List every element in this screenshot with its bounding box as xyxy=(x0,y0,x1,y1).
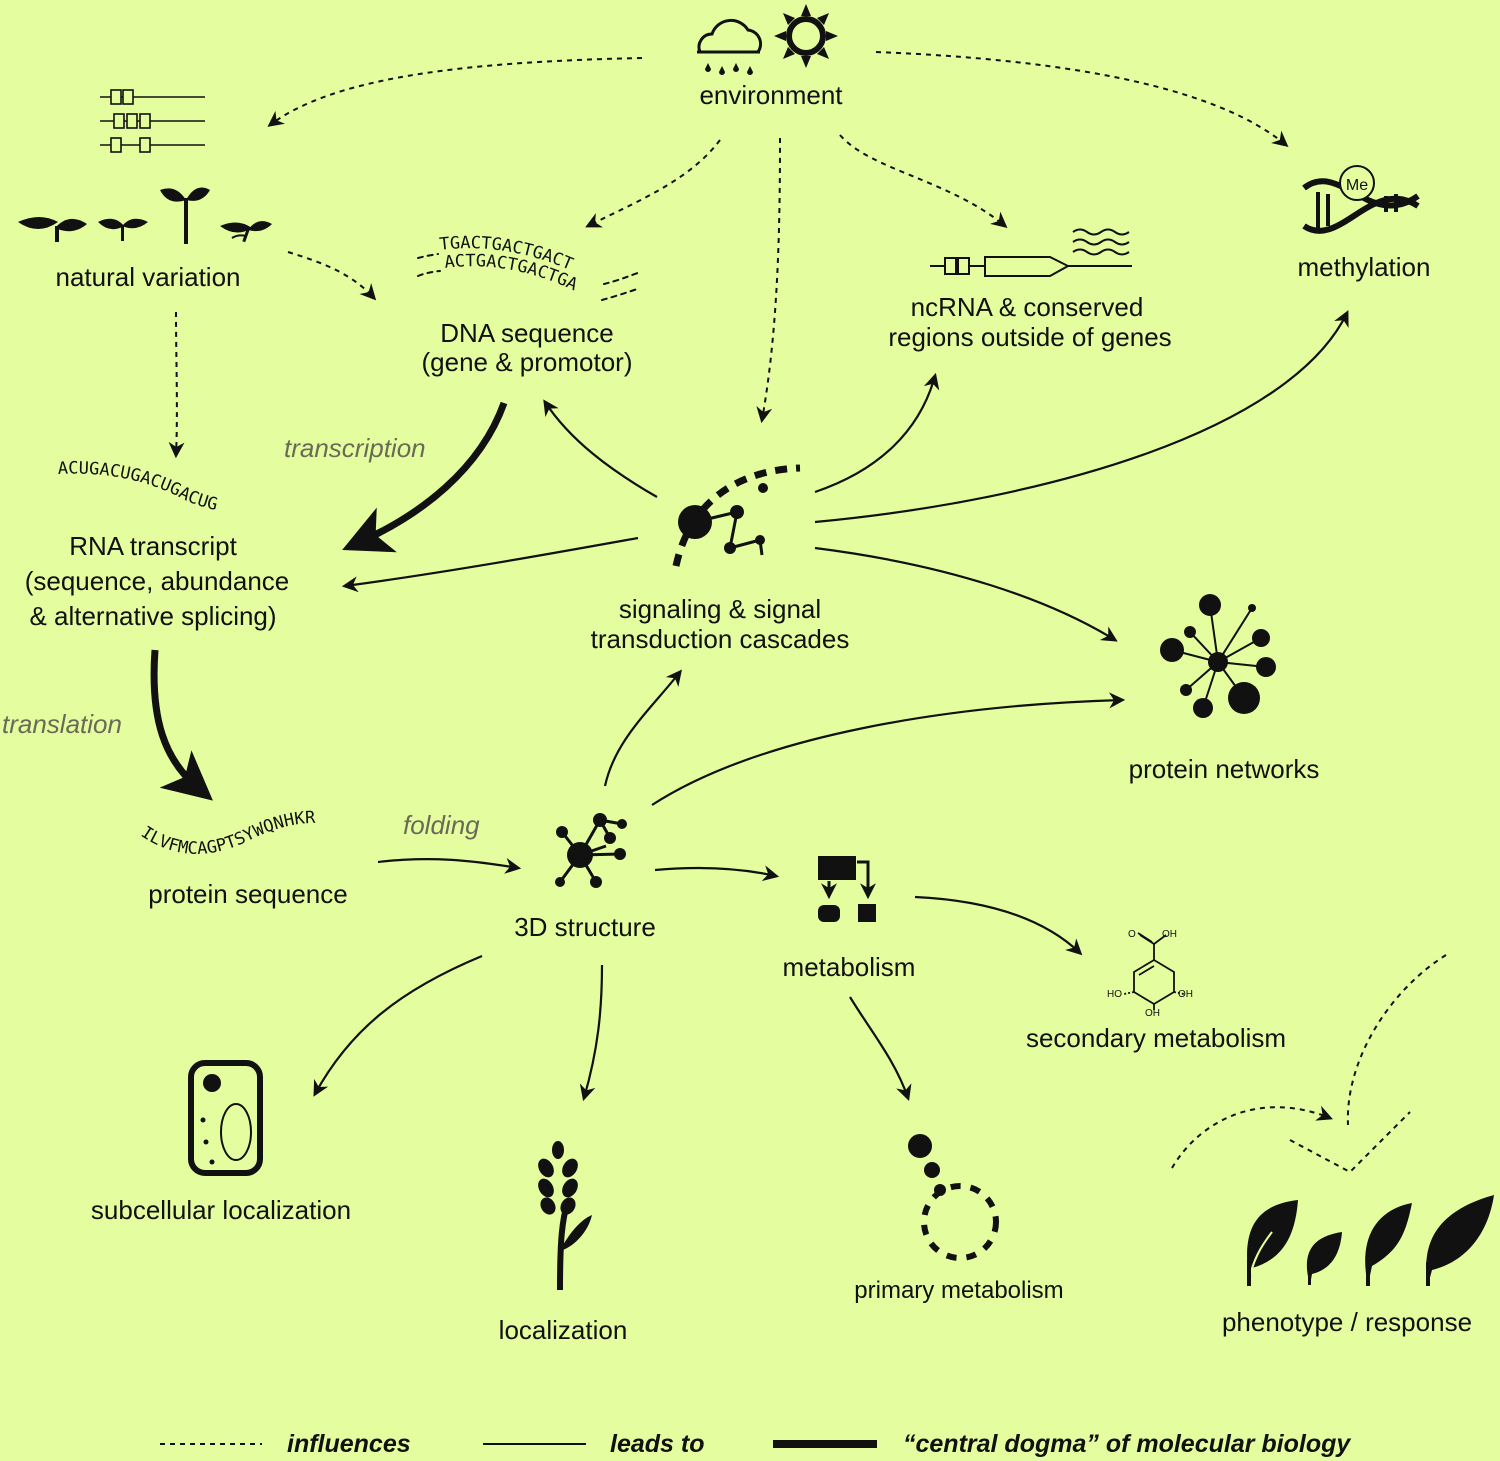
metabolic-cycle-icon xyxy=(908,1134,999,1261)
translation-label: translation xyxy=(2,709,122,739)
gene-models-icon xyxy=(100,89,205,153)
rna-transcript-sublabel-2: & alternative splicing) xyxy=(29,601,276,631)
rna-transcript-sublabel-1: (sequence, abundance xyxy=(25,566,290,596)
phenotype-leaves-icon xyxy=(1247,1195,1494,1287)
molecule-o-label: O xyxy=(1128,929,1136,940)
central-dogma-edges xyxy=(150,401,508,801)
environment-label: environment xyxy=(699,80,843,110)
protein-sequence-label: protein sequence xyxy=(148,879,347,909)
rna-sequence-text: ACUGACUGACUGACUG xyxy=(57,459,219,515)
molecule-ho-left-label: HO xyxy=(1107,989,1122,1000)
legend-influences: influences xyxy=(287,1430,411,1458)
transcription-label: transcription xyxy=(284,433,426,463)
protein-sequence-text: ILVFMCAGPTSYWQNHKR xyxy=(137,808,316,859)
signaling-cascade-icon xyxy=(672,464,801,567)
folding-label: folding xyxy=(403,810,480,840)
dna-sequence-sublabel: (gene & promotor) xyxy=(422,347,633,377)
signaling-sublabel: transduction cascades xyxy=(591,624,850,654)
methyl-badge: Me xyxy=(1346,177,1368,194)
seedlings-icon xyxy=(18,187,272,244)
rna-sequence: ACUGACUGACUGACUG xyxy=(57,459,219,515)
primary-metabolism-label: primary metabolism xyxy=(854,1277,1063,1304)
molecule-oh-bottom-label: OH xyxy=(1145,1008,1160,1019)
protein-network-icon xyxy=(1160,594,1276,718)
metabolism-label: metabolism xyxy=(783,952,916,982)
influence-edges xyxy=(168,51,1447,1174)
natural-variation-label: natural variation xyxy=(56,262,241,292)
molecule-3d-icon xyxy=(555,813,627,888)
protein-networks-label: protein networks xyxy=(1129,754,1320,784)
shikimic-acid-labels: O OH HO OH OH xyxy=(1107,929,1193,1019)
protein-sequence: ILVFMCAGPTSYWQNHKR xyxy=(137,808,316,859)
dna-sequence-strands: TGACTGACTGACT ACTGACTGACTGA xyxy=(417,233,641,301)
molecule-oh-right-label: OH xyxy=(1178,989,1193,1000)
legend: influences leads to “central dogma” of m… xyxy=(160,1430,1351,1458)
signaling-label: signaling & signal xyxy=(619,594,821,624)
3d-structure-label: 3D structure xyxy=(514,912,656,942)
legend-central-dogma: “central dogma” of molecular biology xyxy=(903,1430,1351,1458)
legend-leads-to: leads to xyxy=(610,1430,704,1458)
methylation-label: methylation xyxy=(1298,252,1431,282)
ncrna-gene-icon xyxy=(930,228,1132,277)
secondary-metabolism-label: secondary metabolism xyxy=(1026,1023,1286,1053)
rna-transcript-label: RNA transcript xyxy=(69,531,237,561)
molecule-oh-top-label: OH xyxy=(1162,929,1177,940)
shikimic-acid-molecule-icon xyxy=(1123,932,1185,1010)
wheat-icon xyxy=(538,1141,592,1291)
methylated-dna-icon: Me xyxy=(1302,165,1420,234)
ncrna-label: ncRNA & conserved xyxy=(911,292,1144,322)
localization-label: localization xyxy=(499,1315,628,1345)
phenotype-label: phenotype / response xyxy=(1222,1307,1472,1337)
metabolism-flowchart-icon xyxy=(818,856,876,922)
ncrna-sublabel: regions outside of genes xyxy=(888,322,1171,352)
dna-sequence-label: DNA sequence xyxy=(440,318,613,348)
leads-to-edges xyxy=(313,310,1349,1102)
plant-cell-icon xyxy=(188,1060,263,1176)
cloud-rain-icon xyxy=(697,18,763,75)
subcellular-localization-label: subcellular localization xyxy=(91,1195,351,1225)
sun-icon xyxy=(774,4,838,68)
